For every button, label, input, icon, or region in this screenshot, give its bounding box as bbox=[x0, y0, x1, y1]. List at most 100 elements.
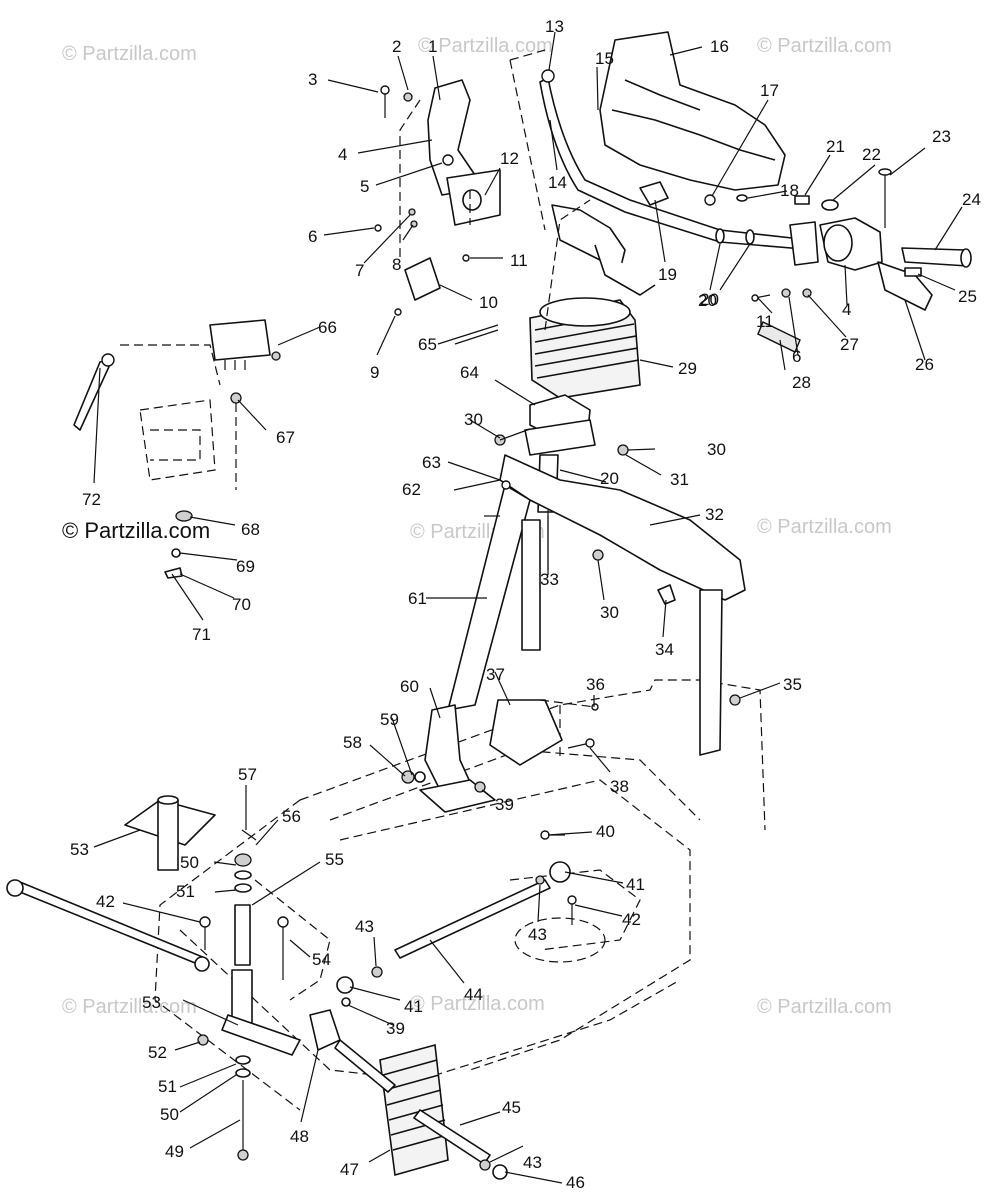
callout-70: 70 bbox=[232, 595, 251, 614]
callout-9: 9 bbox=[370, 363, 379, 382]
callout-50b: 50 bbox=[160, 1105, 179, 1124]
watermark: © Partzilla.com bbox=[757, 516, 892, 538]
callout-62: 62 bbox=[402, 480, 421, 499]
callout-66: 66 bbox=[318, 318, 337, 337]
callout-58: 58 bbox=[343, 733, 362, 752]
callout-69: 69 bbox=[236, 557, 255, 576]
callout-55: 55 bbox=[325, 850, 344, 869]
callout-56: 56 bbox=[282, 807, 301, 826]
tether-cable bbox=[73, 359, 113, 431]
callout-47: 47 bbox=[340, 1160, 359, 1179]
callout-39: 39 bbox=[495, 795, 514, 814]
callout-4b: 4 bbox=[842, 300, 851, 319]
callout-39b: 39 bbox=[386, 1019, 405, 1038]
callout-3: 3 bbox=[308, 70, 317, 89]
watermark: © Partzilla.com bbox=[418, 35, 553, 57]
callout-8: 8 bbox=[392, 255, 401, 274]
callout-27: 27 bbox=[840, 335, 859, 354]
callout-45: 45 bbox=[502, 1098, 521, 1117]
callout-61: 61 bbox=[408, 589, 427, 608]
callout-49: 49 bbox=[165, 1142, 184, 1161]
callout-64: 64 bbox=[460, 363, 479, 382]
callout-1: 1 bbox=[428, 37, 437, 56]
lever-plate bbox=[404, 257, 441, 301]
lower-linkage-assembly bbox=[6, 795, 577, 1180]
callout-44: 44 bbox=[464, 985, 483, 1004]
callout-60: 60 bbox=[400, 677, 419, 696]
callout-34: 34 bbox=[655, 640, 674, 659]
callout-30c: 30 bbox=[600, 603, 619, 622]
callout-21: 21 bbox=[826, 137, 845, 156]
callout-32: 32 bbox=[705, 505, 724, 524]
callout-38: 38 bbox=[610, 777, 629, 796]
callout-59: 59 bbox=[380, 710, 399, 729]
callout-18: 18 bbox=[780, 181, 799, 200]
watermark: © Partzilla.com bbox=[757, 35, 892, 57]
callout-labels: 1 2 3 4 5 6 7 8 9 10 11 12 13 14 15 16 1… bbox=[70, 17, 981, 1192]
callout-29: 29 bbox=[678, 359, 697, 378]
callout-11b: 11 bbox=[756, 312, 774, 331]
watermark: © Partzilla.com bbox=[410, 993, 545, 1015]
callout-68: 68 bbox=[241, 520, 260, 539]
callout-31: 31 bbox=[670, 470, 689, 489]
callout-57: 57 bbox=[238, 765, 257, 784]
callout-30: 30 bbox=[464, 410, 483, 429]
callout-43c: 43 bbox=[523, 1153, 542, 1172]
callout-12: 12 bbox=[500, 149, 519, 168]
callout-71: 71 bbox=[192, 625, 211, 644]
callout-67: 67 bbox=[276, 428, 295, 447]
watermark-layer: © Partzilla.com © Partzilla.com © Partzi… bbox=[62, 35, 892, 1018]
callout-50: 50 bbox=[180, 853, 199, 872]
callout-54: 54 bbox=[312, 950, 331, 969]
callout-11: 11 bbox=[510, 251, 528, 270]
callout-30b: 30 bbox=[707, 440, 726, 459]
drag-link bbox=[394, 879, 551, 959]
callout-46: 46 bbox=[566, 1173, 585, 1192]
tether-switch-assembly bbox=[73, 319, 281, 579]
callout-42: 42 bbox=[96, 892, 115, 911]
callout-13: 13 bbox=[545, 17, 564, 36]
callout-40: 40 bbox=[596, 822, 615, 841]
callout-19: 19 bbox=[658, 265, 677, 284]
watermark: © Partzilla.com bbox=[62, 518, 210, 543]
callout-14: 14 bbox=[548, 173, 567, 192]
callout-20: 20 bbox=[698, 291, 717, 310]
switch-block bbox=[789, 221, 819, 266]
callout-37: 37 bbox=[486, 665, 505, 684]
callout-41b: 41 bbox=[404, 997, 423, 1016]
callout-53b: 53 bbox=[142, 993, 161, 1012]
spindle-shaft bbox=[234, 904, 251, 966]
callout-2: 2 bbox=[392, 37, 401, 56]
steering-column-assembly bbox=[401, 199, 746, 813]
column-base-plate bbox=[424, 704, 471, 791]
callout-43: 43 bbox=[355, 917, 374, 936]
callout-24: 24 bbox=[962, 190, 981, 209]
callout-20c: 20 bbox=[700, 290, 719, 309]
steering-arm bbox=[309, 1009, 341, 1051]
callout-42b: 42 bbox=[622, 910, 641, 929]
pin bbox=[904, 267, 922, 277]
callout-48: 48 bbox=[290, 1127, 309, 1146]
handlebar-end-cap bbox=[541, 69, 555, 83]
callout-16: 16 bbox=[710, 37, 729, 56]
callout-5: 5 bbox=[360, 177, 369, 196]
leader-lines bbox=[93, 31, 963, 1184]
callout-25: 25 bbox=[958, 287, 977, 306]
mount-bracket bbox=[489, 699, 563, 766]
callout-63: 63 bbox=[422, 453, 441, 472]
grip-sleeve bbox=[757, 321, 801, 353]
callout-6b: 6 bbox=[792, 347, 801, 366]
callout-52: 52 bbox=[148, 1043, 167, 1062]
column-boot bbox=[529, 299, 641, 399]
steering-column-leg bbox=[447, 484, 531, 711]
pivot-plate-lower bbox=[221, 1014, 301, 1056]
left-control-assembly bbox=[374, 49, 546, 316]
handlebar-clamp bbox=[639, 181, 669, 206]
hand-grip-right bbox=[901, 247, 969, 267]
callout-10: 10 bbox=[479, 293, 498, 312]
callout-26: 26 bbox=[915, 355, 934, 374]
tether-switch bbox=[209, 319, 271, 361]
callout-72: 72 bbox=[82, 490, 101, 509]
callout-7: 7 bbox=[355, 261, 364, 280]
